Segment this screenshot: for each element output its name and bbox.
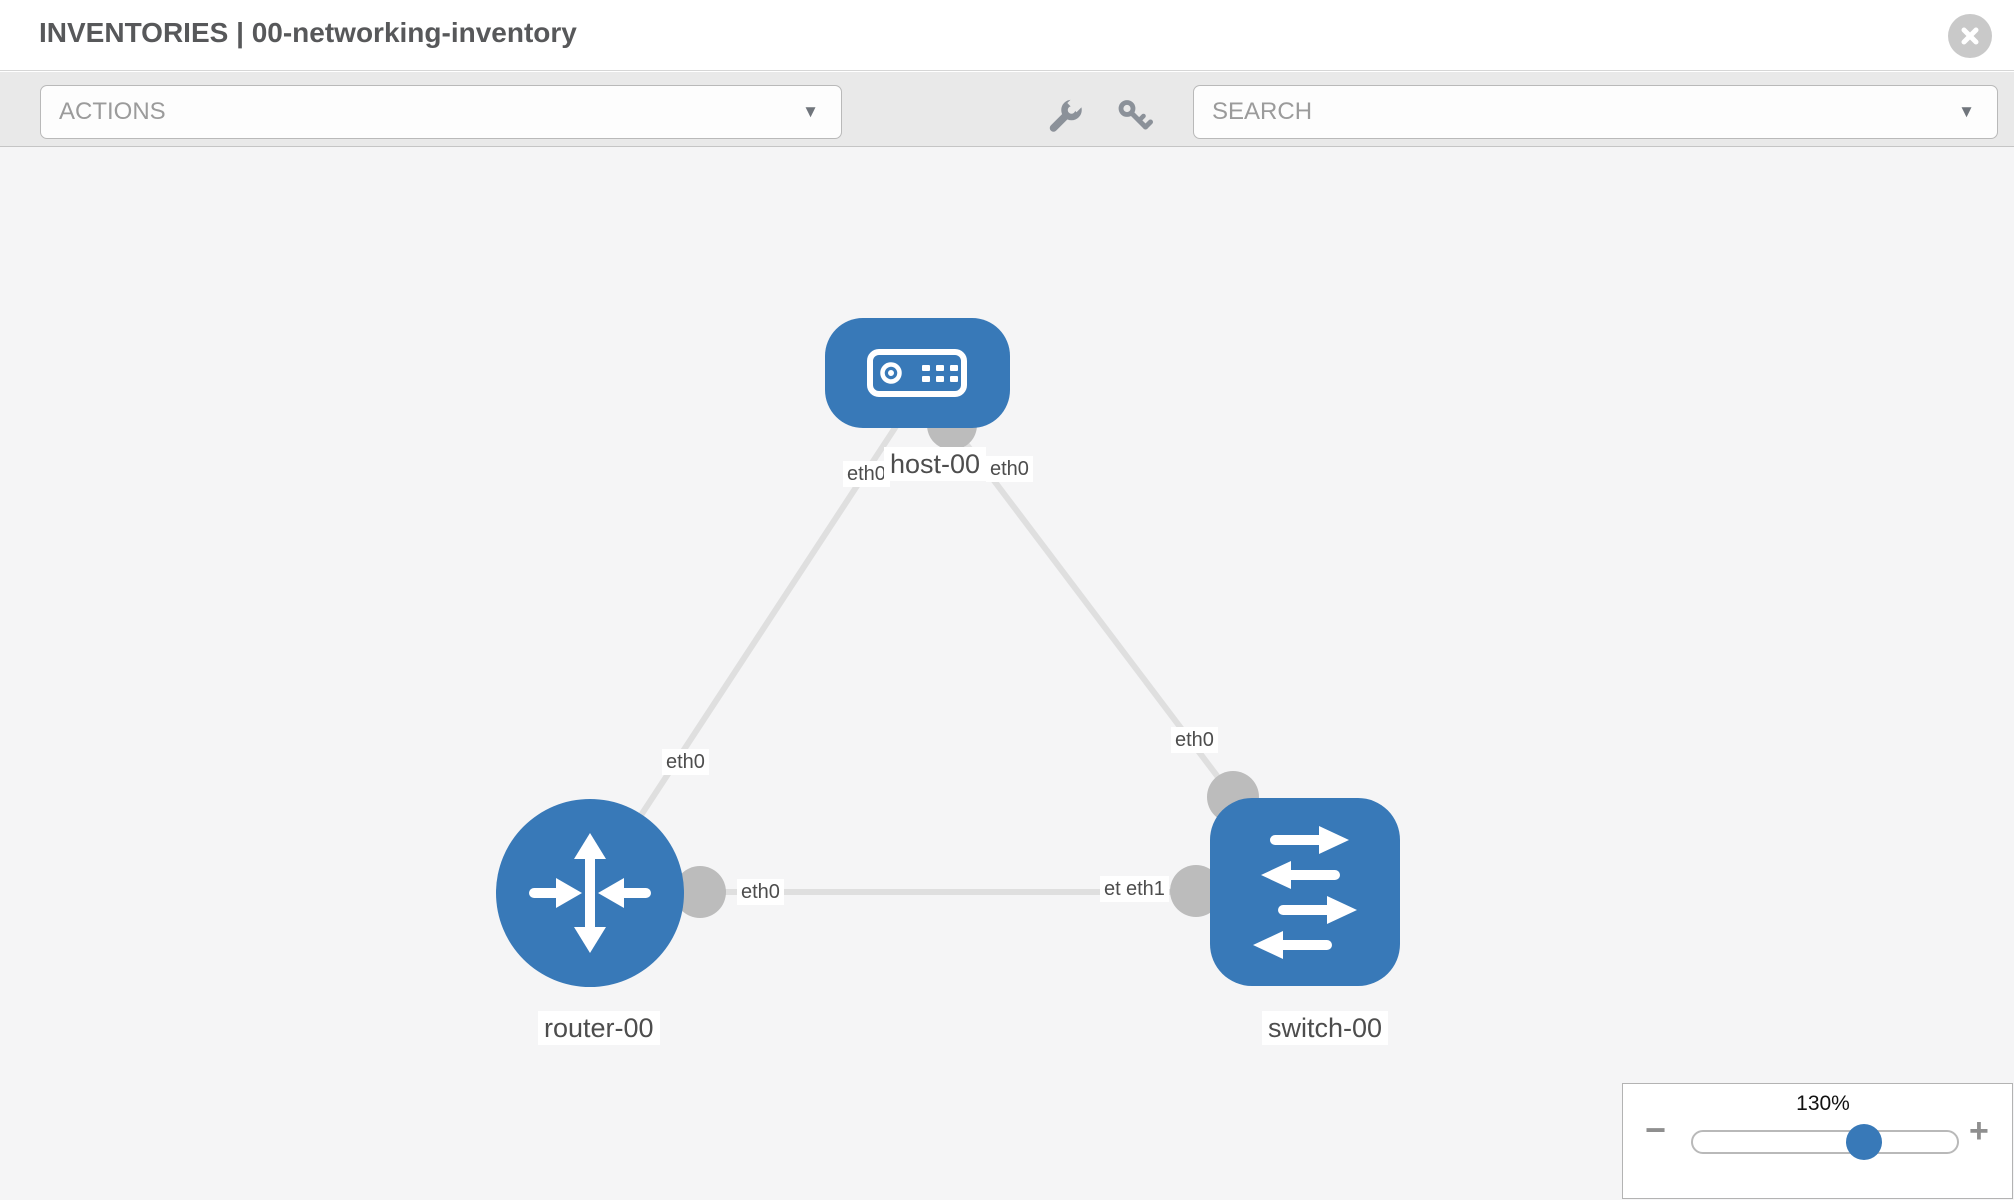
iface-label: eth0 (737, 879, 784, 905)
actions-dropdown-label: ACTIONS (59, 98, 166, 125)
topology-canvas[interactable]: eth0 eth0 eth0 eth0 eth0 eth0 eth1 host-… (0, 147, 2014, 1200)
close-button[interactable] (1948, 14, 1992, 58)
page-title: INVENTORIES | 00-networking-inventory (39, 17, 577, 48)
header: INVENTORIES | 00-networking-inventory (0, 0, 2014, 71)
search-input[interactable] (1194, 86, 1997, 138)
iface-label: eth0 (986, 456, 1033, 482)
toolbar: ACTIONS ▼ ▼ (0, 72, 2014, 147)
node-label-router: router-00 (538, 1011, 660, 1046)
search-combo: ▼ (1193, 85, 1998, 139)
zoom-level: 130% (1796, 1092, 1850, 1115)
wrench-icon (1049, 93, 1086, 132)
key-icon (1118, 100, 1153, 130)
zoom-out-button[interactable]: − (1645, 1109, 1667, 1150)
node-host-00[interactable] (825, 318, 1010, 428)
iface-label: eth1 (1122, 876, 1169, 902)
interface-dot-router[interactable] (674, 866, 726, 918)
router-icon (529, 833, 651, 953)
interface-dot-switch-left[interactable] (1170, 865, 1222, 917)
chevron-down-icon: ▼ (802, 101, 819, 121)
credentials-button[interactable] (1116, 98, 1154, 136)
node-label-host: host-00 (884, 447, 987, 482)
zoom-panel: 130% − + (1622, 1083, 2013, 1199)
iface-label: eth0 (843, 461, 890, 487)
actions-dropdown[interactable]: ACTIONS ▼ (40, 85, 842, 139)
iface-label: eth0 (662, 749, 709, 775)
chevron-down-icon[interactable]: ▼ (1958, 101, 1975, 121)
zoom-slider-handle[interactable] (1846, 1124, 1882, 1160)
close-icon (1961, 27, 1979, 45)
zoom-slider-track[interactable] (1691, 1130, 1959, 1154)
iface-label: eth0 (1171, 727, 1218, 753)
tools-button[interactable] (1046, 93, 1086, 136)
switch-icon (1253, 826, 1357, 959)
node-router-00[interactable] (496, 799, 684, 987)
zoom-in-button[interactable]: + (1969, 1112, 1989, 1150)
node-label-switch: switch-00 (1262, 1011, 1389, 1046)
server-icon (867, 349, 967, 397)
node-switch-00[interactable] (1210, 798, 1400, 986)
